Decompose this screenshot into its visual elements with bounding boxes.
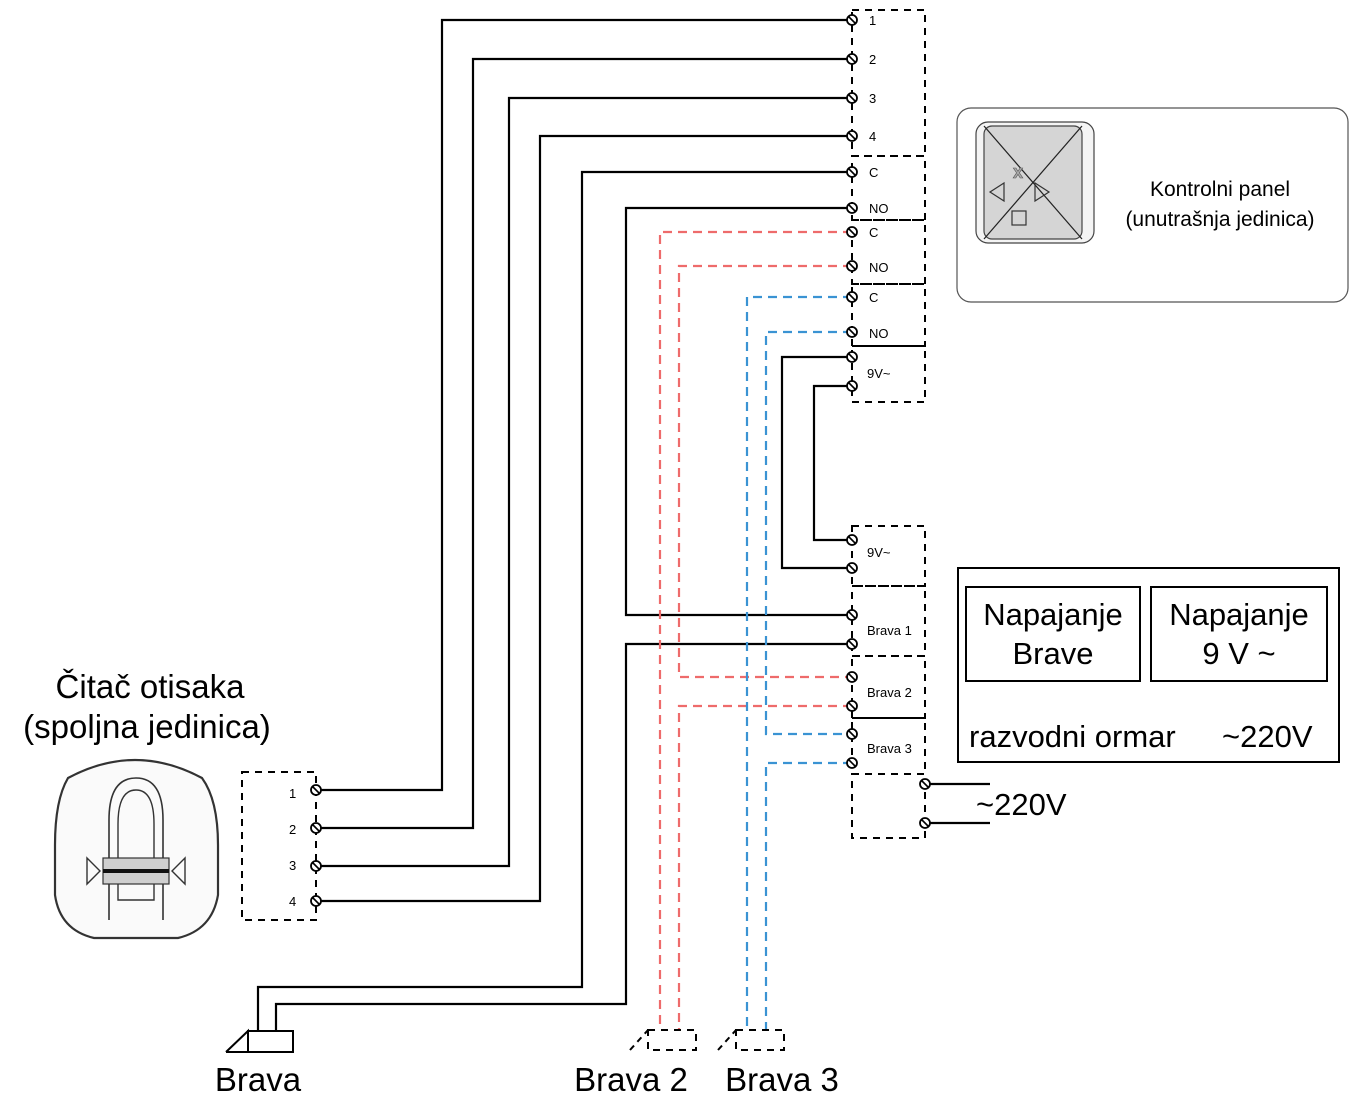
cabinet-label: razvodni ormar [969, 719, 1176, 754]
screw-slot [847, 292, 857, 302]
screw-slot [847, 535, 857, 545]
screw-slot [847, 327, 857, 337]
reader-terminal-labels: 1 2 3 4 [289, 786, 296, 909]
cabinet-terminal-block [851, 525, 926, 839]
lock-power-supply-line1: Napajanje [983, 597, 1123, 632]
lock-brava-3: Brava 3 [717, 1029, 839, 1097]
screw-slot [311, 823, 321, 833]
screw-slot [920, 779, 930, 789]
cabinet-terminal-brava-1: Brava 1 [867, 623, 912, 638]
screw-slot [847, 352, 857, 362]
blue-wires-brava-3 [745, 295, 852, 1030]
lock-power-supply-line2: Brave [1013, 636, 1094, 671]
distribution-cabinet: Napajanje Brave Napajanje 9 V ~ razvodni… [957, 567, 1340, 763]
control-panel-device-icon: x [975, 121, 1095, 244]
screw-slot [847, 167, 857, 177]
screw-slot [847, 381, 857, 391]
panel-terminal-4: 4 [869, 129, 876, 144]
reader-terminal-4: 4 [289, 894, 296, 909]
screw-slot [847, 701, 857, 711]
lock-brava: Brava [215, 1028, 302, 1097]
screw-slot [847, 15, 857, 25]
screw-terminals [310, 14, 931, 907]
screw-slot [847, 261, 857, 271]
screw-slot [847, 227, 857, 237]
black-wires [256, 18, 990, 1032]
mains-label: ~220V [976, 787, 1067, 822]
screw-slot [847, 54, 857, 64]
screw-slot [311, 896, 321, 906]
cabinet-terminal-labels: 9V~ Brava 1 Brava 2 Brava 3 [867, 545, 912, 756]
cabinet-voltage: ~220V [1222, 719, 1313, 754]
screw-slot [920, 818, 930, 828]
fingerprint-reader: Čitač otisaka (spoljna jedinica) [23, 668, 271, 940]
screw-slot [847, 610, 857, 620]
panel-terminal-9v: 9V~ [867, 366, 891, 381]
panel-terminal-1: 1 [869, 13, 876, 28]
screw-slot [847, 131, 857, 141]
control-panel-terminal-labels: 1 2 3 4 C NO C NO C NO 9V~ [867, 13, 891, 381]
screw-slot [847, 729, 857, 739]
screw-slot [847, 758, 857, 768]
red-wires-brava-2 [658, 230, 852, 1030]
screw-slot [847, 563, 857, 573]
screw-slot [847, 672, 857, 682]
power-supply-9v-line1: Napajanje [1169, 597, 1309, 632]
panel-terminal-c2: C [869, 225, 878, 240]
screw-slot [847, 93, 857, 103]
lock-brava-2-label: Brava 2 [574, 1061, 688, 1097]
control-panel: x Kontrolni panel (unutrašnja jedinica) [956, 107, 1349, 303]
control-panel-title: Kontrolni panel [1150, 178, 1290, 201]
lock-power-supply-box [965, 586, 1141, 682]
cabinet-terminal-9v: 9V~ [867, 545, 891, 560]
screw-slot [311, 861, 321, 871]
reader-terminal-2: 2 [289, 822, 296, 837]
cabinet-terminal-brava-3: Brava 3 [867, 741, 912, 756]
screw-slot [847, 639, 857, 649]
cabinet-terminal-brava-2: Brava 2 [867, 685, 912, 700]
right-arrow-icon [1034, 181, 1051, 203]
cabinet-frame [957, 567, 1340, 763]
reader-subtitle: (spoljna jedinica) [23, 708, 271, 745]
reader-terminal-3: 3 [289, 858, 296, 873]
lock-brava-2: Brava 2 [574, 1029, 697, 1097]
fingerprint-icon [53, 759, 220, 940]
panel-terminal-c3: C [869, 290, 878, 305]
left-arrow-icon [988, 181, 1005, 203]
lock-brava-3-label: Brava 3 [725, 1061, 839, 1097]
panel-terminal-2: 2 [869, 52, 876, 67]
reader-terminal-1: 1 [289, 786, 296, 801]
panel-terminal-no3: NO [869, 326, 889, 341]
panel-terminal-c1: C [869, 165, 878, 180]
reader-title: Čitač otisaka [56, 668, 246, 705]
power-supply-9v-box [1150, 586, 1328, 682]
panel-terminal-no2: NO [869, 260, 889, 275]
panel-terminal-no1: NO [869, 201, 889, 216]
square-icon [1011, 210, 1027, 226]
panel-terminal-3: 3 [869, 91, 876, 106]
control-panel-terminal-block [851, 9, 926, 403]
power-supply-9v-line2: 9 V ~ [1202, 636, 1275, 671]
control-panel-subtitle: (unutrašnja jedinica) [1125, 208, 1314, 231]
screw-slot [311, 785, 321, 795]
lock-brava-label: Brava [215, 1061, 302, 1097]
close-icon: x [1013, 162, 1023, 182]
screw-slot [847, 203, 857, 213]
reader-terminal-block [241, 771, 317, 921]
